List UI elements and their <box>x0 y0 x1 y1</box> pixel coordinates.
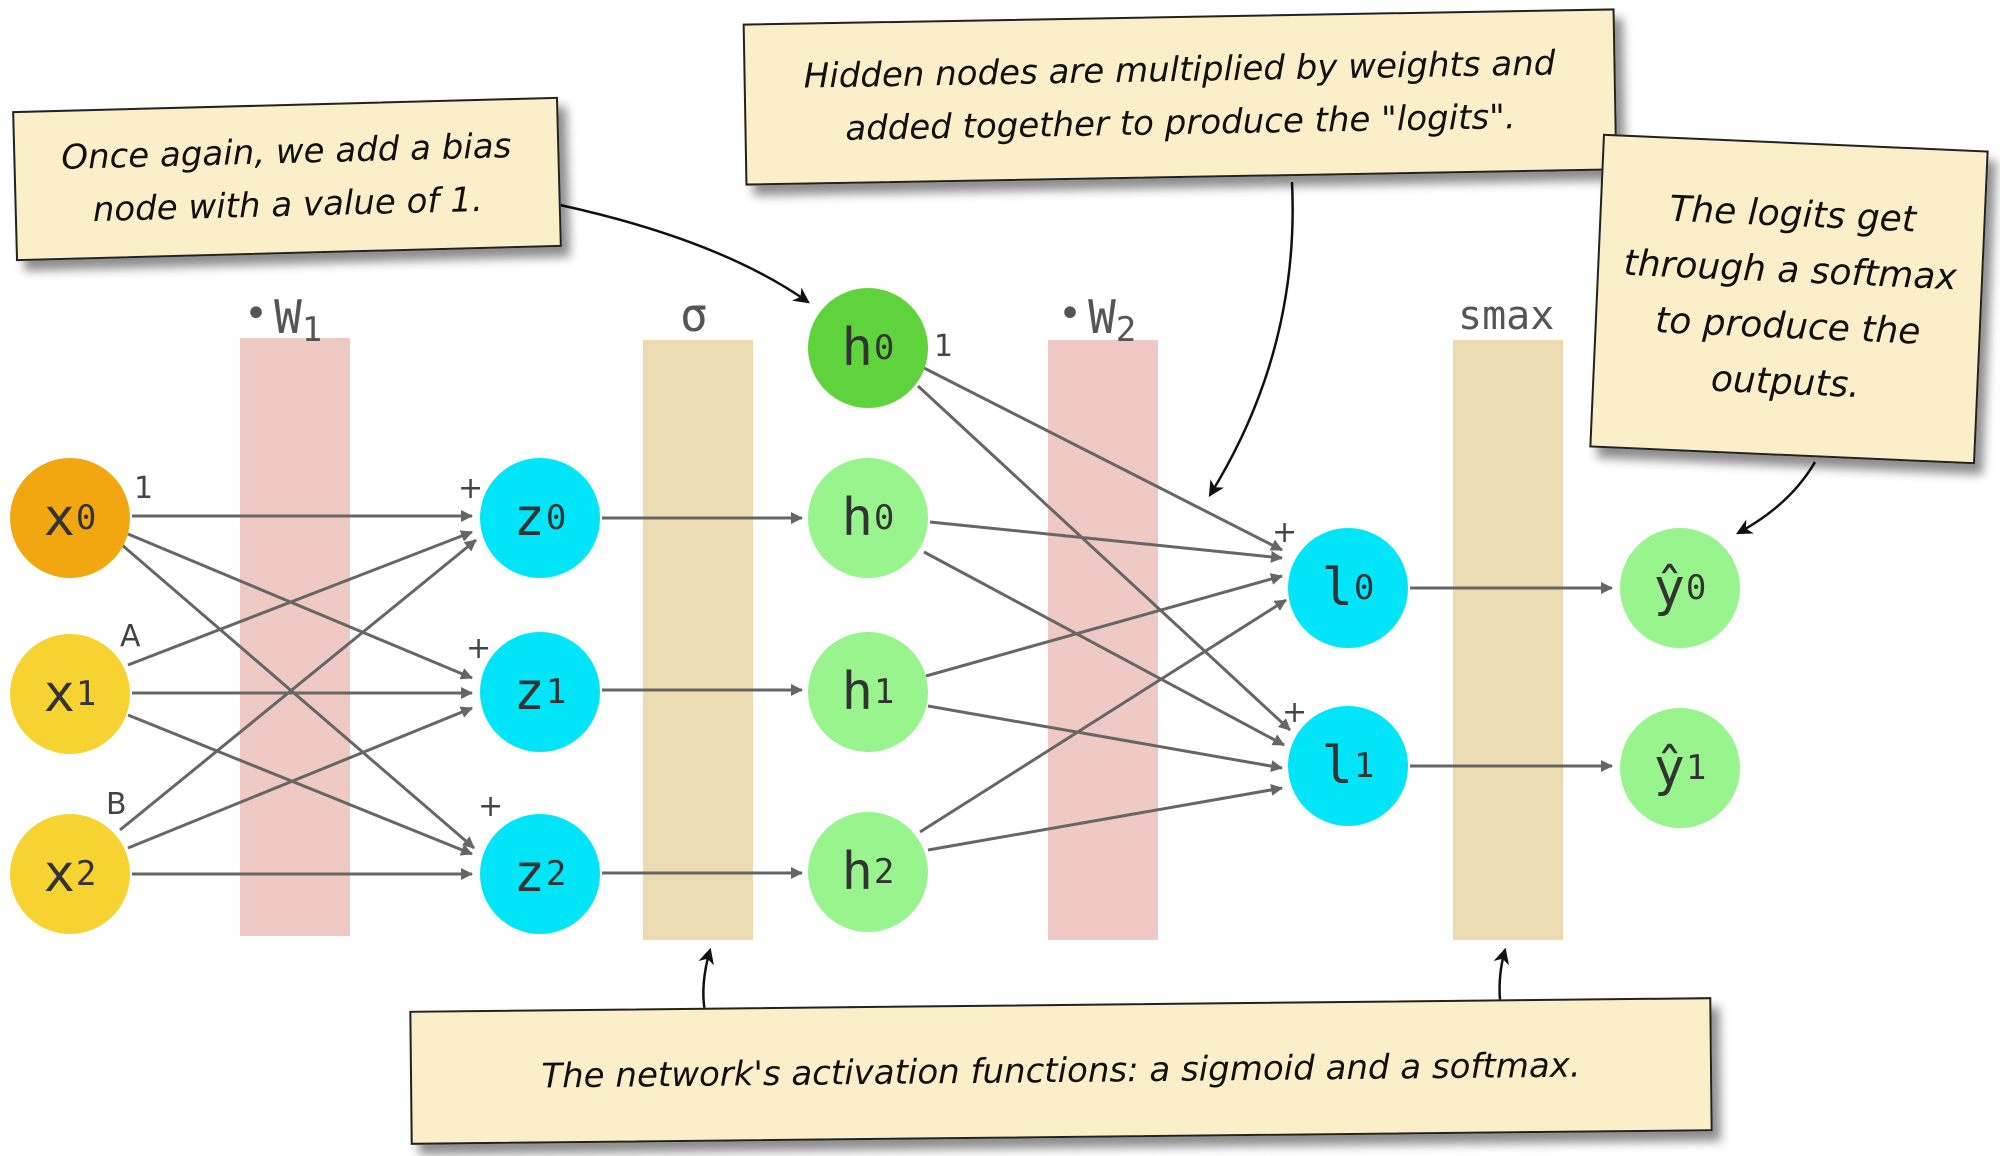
plus-l0: + <box>1272 515 1298 550</box>
edge-h2-l1 <box>927 783 1283 852</box>
note-activation: The network's activation functions: a si… <box>409 997 1713 1145</box>
note-bias: Once again, we add a bias node with a va… <box>12 96 562 262</box>
edge-x2-z0 <box>119 538 477 832</box>
plus-z0: + <box>458 471 484 506</box>
callout-arrow-softmax <box>1735 461 1817 535</box>
edge-x0-z1 <box>127 532 473 680</box>
softmax-band <box>1453 340 1563 940</box>
callout-arrow-logits <box>1208 181 1294 497</box>
edge-x1-z0 <box>127 530 473 667</box>
edge-hb-l0 <box>923 366 1283 552</box>
plus-l1: + <box>1282 695 1308 730</box>
edge-x2-z1 <box>127 706 473 850</box>
sigmoid-band <box>643 340 753 940</box>
softmax-label: smax <box>1458 293 1555 339</box>
note-softmax: The logits get through a softmax to prod… <box>1589 133 1989 465</box>
h-bias-value-label: 1 <box>934 329 954 364</box>
x1-name-label: A <box>120 619 141 654</box>
edge-x0-z2 <box>121 543 475 850</box>
plus-z1: + <box>466 631 492 666</box>
callout-arrow-sigmoid <box>698 947 714 1013</box>
callout-arrow-smax <box>1493 947 1510 1001</box>
edge-h1-l1 <box>927 704 1283 773</box>
w1-band <box>240 338 350 936</box>
x0-value-label: 1 <box>134 471 154 506</box>
plus-z2: + <box>478 789 504 824</box>
edge-h0-l1 <box>923 550 1285 747</box>
edge-h0-l0 <box>929 520 1283 563</box>
edge-x1-z2 <box>127 713 473 856</box>
edge-h1-l0 <box>925 573 1283 678</box>
edge-hb-l1 <box>916 384 1292 732</box>
w2-label: •W2 <box>1058 290 1137 350</box>
w1-label: •W1 <box>244 290 323 350</box>
sigma-label: σ <box>680 288 708 342</box>
callout-arrow-bias <box>559 203 810 304</box>
x2-name-label: B <box>106 787 127 822</box>
edge-h2-l0 <box>919 598 1287 834</box>
note-logits: Hidden nodes are multiplied by weights a… <box>742 8 1618 186</box>
